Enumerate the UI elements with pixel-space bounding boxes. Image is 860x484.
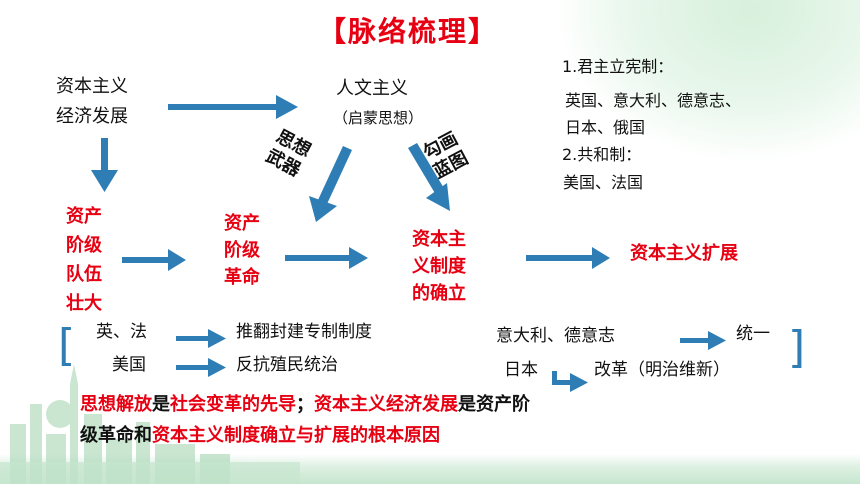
arrow-bracket-right-row2 bbox=[552, 371, 588, 392]
summary-text: 级革命和 bbox=[80, 425, 152, 446]
left-bracket-open: [ bbox=[58, 320, 76, 371]
bracket-right-row1-country: 意大利、德意志 bbox=[496, 326, 615, 346]
node-capitalist-expansion: 资本主义扩展 bbox=[630, 243, 738, 264]
summary-line-1: 思想解放是社会变革的先导；资本主义经济发展是资产阶 bbox=[80, 394, 530, 417]
bracket-right-row2-action: 改革（明治维新） bbox=[594, 360, 730, 380]
summary-text: 是资产阶 bbox=[458, 394, 530, 415]
node-bourgeois-class-growth: 资产 阶级 队伍 壮大 bbox=[66, 206, 102, 314]
right-bracket-close: ] bbox=[788, 322, 806, 373]
summary-emphasis: 资本主义制度确立与扩展的根本原因 bbox=[152, 425, 440, 446]
node-capitalist-system-established: 资本主 义制度 的确立 bbox=[412, 229, 466, 304]
arrow-economy-to-humanism bbox=[168, 95, 298, 119]
arrow-system-to-expansion bbox=[526, 247, 610, 269]
arrow-bracket-left-row1 bbox=[176, 329, 226, 348]
summary-text: 是 bbox=[152, 394, 170, 415]
summary-emphasis: 资本主义经济发展 bbox=[314, 394, 458, 415]
note-constitutional-title: 1.君主立宪制： bbox=[562, 57, 674, 76]
node-bourgeois-revolution: 资产 阶级 革命 bbox=[224, 213, 260, 288]
summary-emphasis: 社会变革的先导 bbox=[170, 394, 296, 415]
arrow-class-to-revolution bbox=[122, 249, 186, 271]
summary-line-2: 级革命和资本主义制度确立与扩展的根本原因 bbox=[80, 425, 440, 448]
bracket-left-row1-country: 英、法 bbox=[96, 322, 147, 342]
note-republic-countries: 美国、法国 bbox=[563, 173, 644, 192]
bracket-right-row1-action: 统一 bbox=[736, 324, 770, 344]
arrow-humanism-to-revolution bbox=[309, 146, 352, 222]
summary-emphasis: 思想解放 bbox=[80, 394, 152, 415]
bracket-right-row2-country: 日本 bbox=[504, 360, 538, 380]
arrow-revolution-to-system bbox=[285, 247, 368, 269]
node-humanism-subtitle: （启蒙思想） bbox=[333, 109, 424, 127]
node-capitalist-economy: 资本主义 经济发展 bbox=[56, 76, 128, 127]
arrow-bracket-right-row1 bbox=[680, 331, 726, 350]
bracket-left-row1-action: 推翻封建专制制度 bbox=[236, 322, 372, 342]
page-title: 【脉络梳理】 bbox=[318, 15, 499, 48]
arrow-economy-to-class bbox=[91, 138, 118, 192]
city-skyline-decoration bbox=[0, 364, 300, 484]
note-republic-title: 2.共和制： bbox=[562, 145, 642, 164]
arrow-bracket-left-row2 bbox=[176, 358, 226, 377]
bracket-left-row2-country: 美国 bbox=[112, 355, 146, 375]
arrow-humanism-to-system bbox=[408, 143, 450, 211]
summary-text: ； bbox=[296, 394, 314, 415]
note-constitutional-countries: 英国、意大利、德意志、 日本、俄国 bbox=[565, 91, 742, 137]
bracket-left-row2-action: 反抗殖民统治 bbox=[236, 355, 338, 375]
node-humanism: 人文主义 bbox=[336, 78, 408, 99]
